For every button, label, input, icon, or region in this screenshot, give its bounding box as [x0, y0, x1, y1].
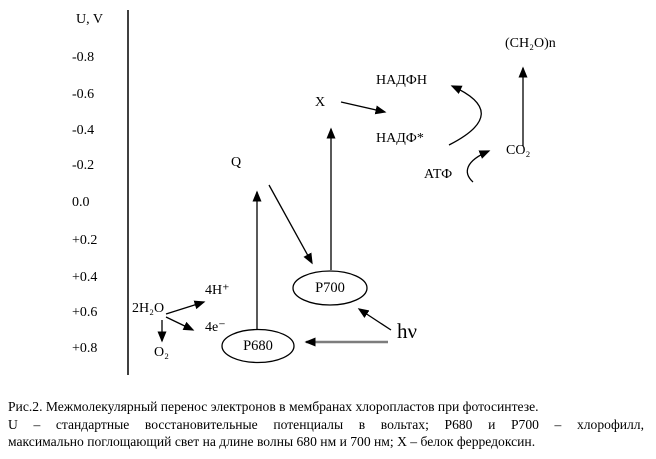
label-protons: 4H⁺ [205, 283, 230, 298]
label-water: 2H₂O [132, 301, 165, 316]
label-oxygen: O₂ [154, 345, 169, 360]
caption-line-3: максимально поглощающий свет на длине во… [8, 434, 536, 450]
label-p680: P680 [243, 338, 273, 354]
label-nadph: НАДФН [376, 73, 427, 88]
label-p700: P700 [315, 280, 345, 296]
label-ferredoxin-x: X [315, 95, 326, 110]
arrow-light-to-p700 [357, 308, 392, 331]
label-nadp-star: НАДФ* [376, 131, 424, 146]
arrow-water-to-electrons [165, 316, 195, 331]
arrow-water-to-protons [165, 300, 206, 315]
axis-tick: +0.4 [72, 270, 98, 285]
axis-tick: -0.6 [72, 87, 95, 102]
p680-ellipse [221, 328, 295, 364]
axis-tick: -0.8 [72, 50, 95, 65]
figure-caption: Рис.2. Межмолекулярный перенос электроно… [8, 398, 644, 451]
axis-tick: 0.0 [72, 195, 90, 210]
axis-title: U, V [76, 12, 103, 27]
label-electrons: 4e⁻ [205, 320, 226, 335]
axis-tick: +0.2 [72, 233, 98, 248]
arrow-x-to-nadp [340, 101, 387, 115]
label-light-hv: hν [397, 319, 417, 343]
axis-tick: +0.8 [72, 341, 98, 356]
caption-line-1: Рис.2. Межмолекулярный перенос электроно… [8, 399, 539, 414]
label-quinone: Q [231, 155, 242, 170]
axis-tick: +0.6 [72, 305, 98, 320]
arrow-q-to-p700 [268, 184, 313, 265]
caption-line-2: U – стандартные восстановительные потенц… [8, 416, 644, 432]
axis-tick: -0.4 [72, 123, 95, 138]
axis-tick: -0.2 [72, 158, 95, 173]
label-atp: АТФ [424, 167, 453, 182]
arrow-atp-to-co2-curve [466, 150, 491, 183]
arrow-nadp-to-nadph-curve [448, 85, 482, 146]
label-carbohydrate: (CH₂O)n [505, 36, 556, 51]
label-co2: CO₂ [506, 143, 531, 158]
p700-ellipse [292, 270, 368, 306]
